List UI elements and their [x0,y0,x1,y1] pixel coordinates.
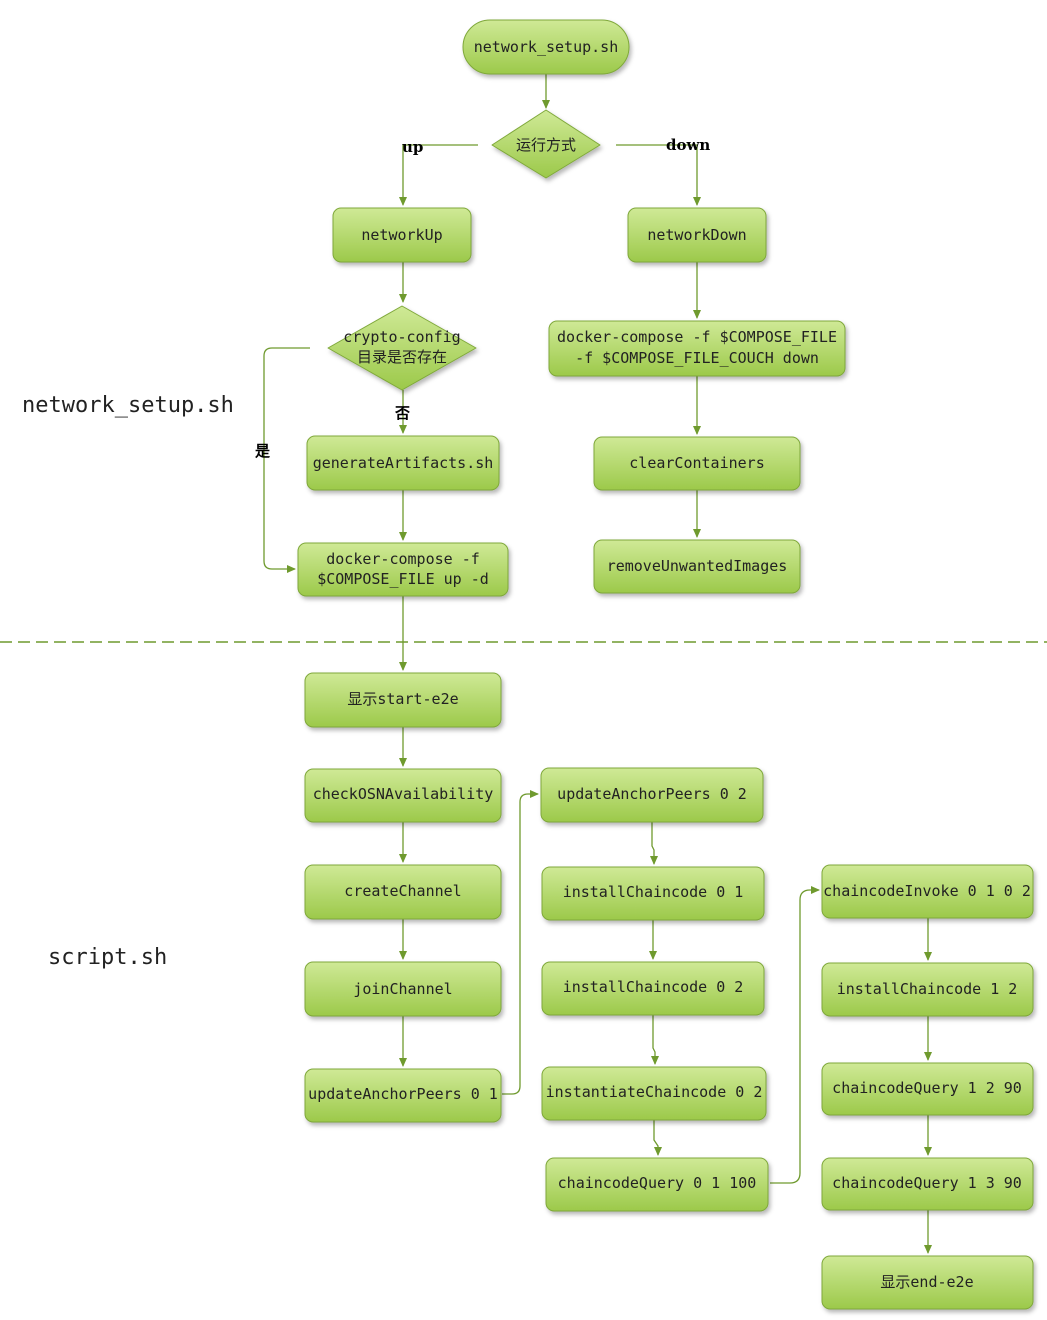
svg-text:显示end-e2e: 显示end-e2e [880,1273,973,1291]
svg-text:chaincodeInvoke 0 1 0 2: chaincodeInvoke 0 1 0 2 [823,882,1031,900]
edge-update02-to-install01 [650,822,658,865]
node-run-mode-decision: 运行方式 [491,109,601,179]
svg-text:instantiateChaincode 0 2: instantiateChaincode 0 2 [546,1083,763,1101]
svg-text:networkUp: networkUp [361,226,442,244]
node-join-channel: joinChannel [304,961,502,1017]
node-crypto-config-decision: crypto-config 目录是否存在 [327,305,477,391]
svg-text:chaincodeQuery 1 2 90: chaincodeQuery 1 2 90 [832,1079,1022,1097]
node-create-channel: createChannel [304,864,502,920]
svg-text:目录是否存在: 目录是否存在 [357,348,447,366]
svg-text:joinChannel: joinChannel [353,980,452,998]
node-compose-down: docker-compose -f $COMPOSE_FILE -f $COMP… [548,320,846,377]
edge-install02-to-instantiate [651,1015,659,1065]
node-show-end: 显示end-e2e [821,1255,1034,1310]
svg-text:-f $COMPOSE_FILE_COUCH down: -f $COMPOSE_FILE_COUCH down [575,349,819,367]
svg-text:createChannel: createChannel [344,882,461,900]
edge-label-up: up [402,138,423,156]
edge-label-down: down [666,136,710,154]
node-chaincode-query-01-100: chaincodeQuery 0 1 100 [545,1157,769,1212]
edge-mode-down [616,144,701,206]
edge-mode-up [399,144,478,206]
edge-crypto-yes [263,347,310,573]
svg-text:docker-compose -f $COMPOSE_FIL: docker-compose -f $COMPOSE_FILE [557,328,837,346]
node-chaincode-invoke-0102: chaincodeInvoke 0 1 0 2 [821,864,1034,919]
node-network-down: networkDown [627,207,767,263]
svg-text:运行方式: 运行方式 [516,136,576,154]
svg-text:checkOSNAvailability: checkOSNAvailability [313,785,494,803]
svg-text:updateAnchorPeers 0 2: updateAnchorPeers 0 2 [557,785,747,803]
node-network-up: networkUp [332,207,472,263]
svg-text:generateArtifacts.sh: generateArtifacts.sh [313,454,494,472]
svg-text:docker-compose -f: docker-compose -f [326,550,480,568]
node-install-chaincode-12: installChaincode 1 2 [821,962,1034,1017]
node-generate-artifacts: generateArtifacts.sh [306,435,500,491]
edge-query01-to-invoke [770,886,820,1184]
svg-text:removeUnwantedImages: removeUnwantedImages [607,557,788,575]
svg-text:updateAnchorPeers 0 1: updateAnchorPeers 0 1 [308,1085,498,1103]
svg-text:clearContainers: clearContainers [629,454,764,472]
svg-text:显示start-e2e: 显示start-e2e [347,690,458,708]
svg-text:networkDown: networkDown [647,226,746,244]
section-label-network-setup: network_setup.sh [22,393,234,418]
svg-text:installChaincode 1 2: installChaincode 1 2 [837,980,1018,998]
node-install-chaincode-02: installChaincode 0 2 [541,961,765,1016]
edge-label-yes: 是 [254,442,271,460]
svg-text:chaincodeQuery 0 1 100: chaincodeQuery 0 1 100 [558,1174,757,1192]
node-show-start: 显示start-e2e [304,672,502,728]
node-clear-containers: clearContainers [593,436,801,491]
svg-text:installChaincode 0 1: installChaincode 0 1 [563,883,744,901]
node-update-anchor-01: updateAnchorPeers 0 1 [304,1068,502,1123]
svg-text:crypto-config: crypto-config [343,328,460,346]
node-check-osn: checkOSNAvailability [304,768,502,823]
edge-instantiate-to-query01 [653,1120,662,1156]
node-start: network_setup.sh [462,19,630,75]
node-chaincode-query-13-90: chaincodeQuery 1 3 90 [821,1157,1034,1211]
edge-update01-to-update02 [502,790,539,1095]
node-install-chaincode-01: installChaincode 0 1 [541,866,765,921]
node-compose-up: docker-compose -f $COMPOSE_FILE up -d [297,542,509,597]
svg-text:chaincodeQuery 1 3 90: chaincodeQuery 1 3 90 [832,1174,1022,1192]
node-chaincode-query-12-90: chaincodeQuery 1 2 90 [821,1062,1034,1116]
node-instantiate-chaincode-02: instantiateChaincode 0 2 [541,1066,767,1121]
node-update-anchor-02: updateAnchorPeers 0 2 [540,767,764,823]
svg-text:$COMPOSE_FILE up -d: $COMPOSE_FILE up -d [317,570,489,588]
nodes: network_setup.sh 运行方式 networkUp networkD… [297,19,1034,1310]
edge-label-no: 否 [394,404,410,422]
svg-text:network_setup.sh: network_setup.sh [474,38,619,56]
section-label-script: script.sh [48,945,167,970]
node-remove-unwanted-images: removeUnwantedImages [593,539,801,594]
edges [263,74,932,1254]
svg-text:installChaincode 0 2: installChaincode 0 2 [563,978,744,996]
